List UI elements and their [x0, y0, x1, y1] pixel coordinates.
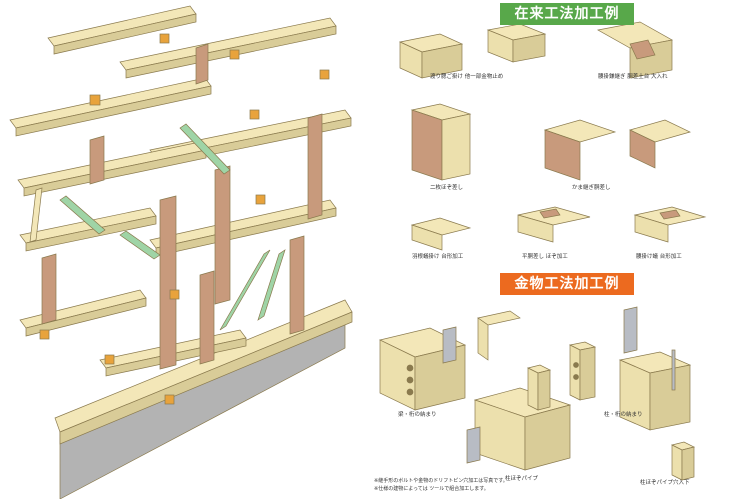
caption-metal-4: 柱ほぞパイプ穴入下	[640, 480, 690, 486]
post-3	[289, 235, 305, 335]
brace-2	[59, 195, 106, 235]
brace-5	[257, 249, 286, 321]
joint-4	[319, 69, 330, 80]
post-7	[89, 135, 105, 185]
note-2: ※仕様の建物によっては ツールで組合加工します。	[374, 486, 489, 492]
joint-6	[104, 354, 115, 365]
joint-7	[39, 329, 50, 340]
brace-4	[219, 249, 271, 331]
caption-trad-4: かま継ぎ胴差し	[572, 185, 611, 191]
top-beam-3	[9, 77, 212, 129]
post-2	[214, 165, 231, 305]
joint-8	[164, 394, 175, 405]
metal-pin	[671, 349, 676, 391]
brace-6	[29, 187, 43, 243]
metal-plate-2	[623, 306, 638, 354]
caption-trad-7: 腰掛け蟻 台形加工	[636, 254, 682, 260]
caption-metal-3: 柱ほぞパイプ	[505, 476, 539, 482]
brace-1	[179, 123, 231, 175]
post-5	[41, 253, 57, 325]
joint-1	[89, 94, 101, 106]
joint-3	[229, 49, 240, 60]
traditional-method-title: 在来工法加工例	[500, 3, 634, 25]
mid-beam-1	[17, 141, 207, 189]
post-1	[159, 195, 177, 370]
caption-trad-6: 平胴差し ほぞ加工	[522, 254, 568, 260]
brace-3	[119, 230, 161, 260]
joint-2	[159, 33, 170, 44]
caption-metal-2: 柱・桁の納まり	[604, 412, 643, 418]
post-8	[195, 43, 209, 85]
caption-metal-1: 梁・桁の納まり	[398, 412, 437, 418]
metal-plate-3	[466, 426, 481, 464]
caption-trad-3: 二枚ほぞ差し	[430, 185, 464, 191]
note-1: ※継手形のボルトや金物のドリフトピン穴加工は写真です。	[374, 478, 508, 484]
post-6	[199, 270, 215, 365]
metal-plate-1	[442, 326, 457, 364]
joint-10	[249, 109, 260, 120]
joint-5	[255, 194, 266, 205]
joint-9	[169, 289, 180, 300]
caption-trad-1: 渡り腮ご掛け 他一部金物止め	[430, 74, 504, 80]
post-4	[307, 113, 323, 220]
caption-trad-2: 腰掛鎌継ぎ 胴差土台 大入れ	[598, 74, 668, 80]
metal-method-title: 金物工法加工例	[500, 273, 634, 295]
caption-trad-5: 羽根蟻掛け 台形加工	[412, 254, 464, 260]
